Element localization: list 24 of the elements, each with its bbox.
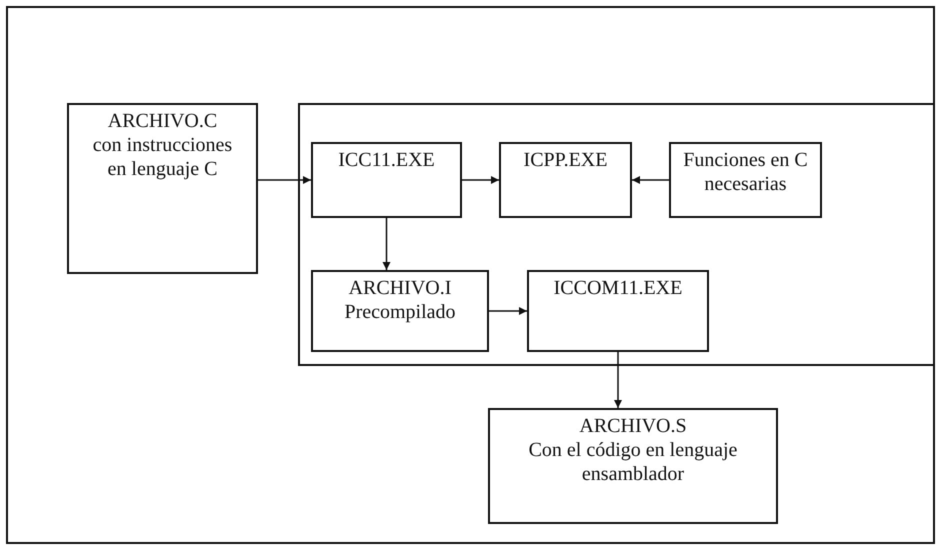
box-title: ICC11.EXE	[337, 148, 436, 172]
box-text: Precompilado	[343, 300, 457, 324]
box-text: Con el código en lenguaje ensamblador	[528, 438, 738, 486]
box-title: ICCOM11.EXE	[552, 276, 684, 300]
process-box	[669, 142, 822, 218]
process-box	[311, 142, 462, 218]
box-title: ARCHIVO.C	[106, 109, 218, 133]
arrow	[632, 176, 669, 184]
box-text: con instrucciones en lenguaje C	[92, 133, 234, 181]
process-box	[488, 408, 778, 524]
box-title: ARCHIVO.S	[578, 414, 688, 438]
arrow	[614, 352, 622, 408]
box-title: ARCHIVO.I	[348, 276, 452, 300]
process-box	[67, 103, 258, 274]
process-box	[527, 270, 709, 352]
arrow	[258, 176, 311, 184]
box-title: ICPP.EXE	[522, 148, 608, 172]
arrow	[489, 307, 527, 315]
arrow	[382, 218, 390, 270]
box-title: Funciones en C necesarias	[682, 148, 809, 196]
arrow	[462, 176, 499, 184]
group-box	[298, 103, 935, 366]
process-box	[311, 270, 489, 352]
process-box	[499, 142, 632, 218]
